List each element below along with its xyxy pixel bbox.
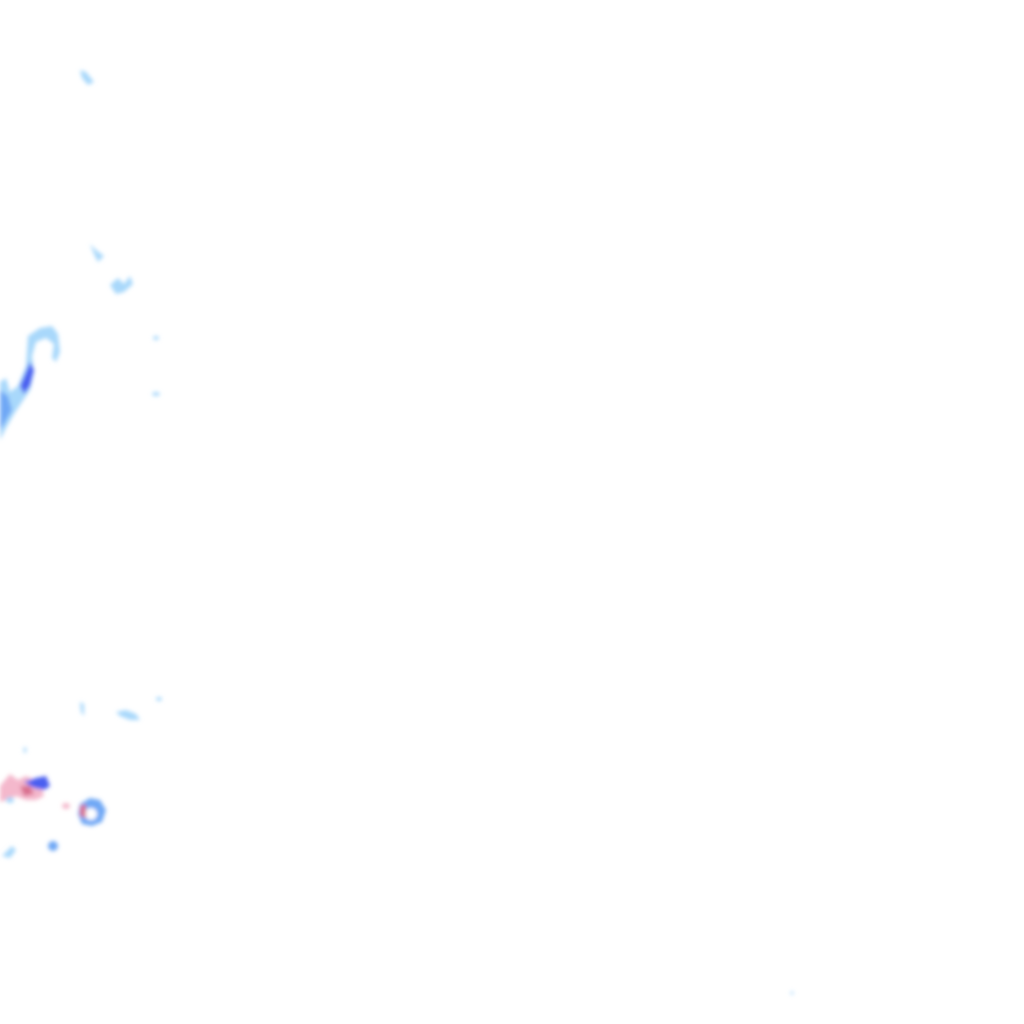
- mixed-precip-core: [80, 804, 86, 818]
- precip-cell: [90, 244, 104, 262]
- precip-band-core: [0, 390, 12, 430]
- precip-cell: [110, 276, 133, 294]
- mixed-precip-cell: [62, 803, 70, 809]
- precip-cell: [6, 797, 14, 803]
- precip-cell: [153, 336, 159, 340]
- precip-cell: [80, 702, 84, 716]
- precip-cell: [156, 697, 162, 701]
- precip-cell: [48, 841, 58, 851]
- precip-ring-eye: [85, 808, 97, 820]
- mixed-precip-core: [20, 786, 34, 796]
- precip-cell: [152, 392, 160, 396]
- precip-band-core: [20, 362, 34, 394]
- precip-cell-core: [24, 776, 50, 790]
- precip-cell: [116, 710, 140, 720]
- precip-cell: [790, 991, 794, 995]
- precip-cell: [80, 70, 94, 85]
- precip-cell: [23, 747, 27, 753]
- precip-cell: [2, 846, 16, 858]
